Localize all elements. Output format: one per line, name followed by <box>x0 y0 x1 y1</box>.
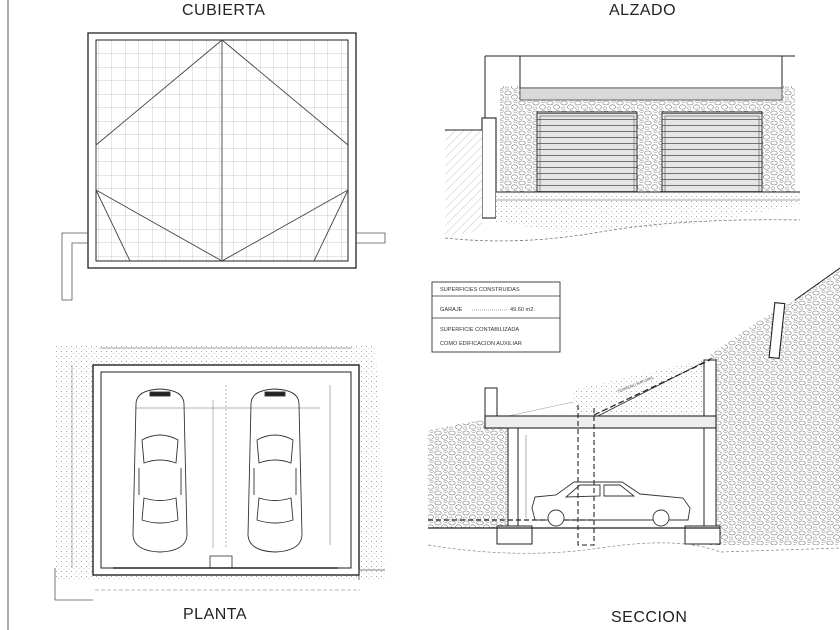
car-right <box>247 388 303 553</box>
surface-table-row-value: 49.60 m2. <box>510 307 535 313</box>
roof-plan <box>7 0 386 630</box>
section <box>427 267 840 554</box>
surface-table <box>431 281 561 353</box>
roof-ridge-lines <box>95 39 349 262</box>
surface-table-header: SUPERFICIES CONSTRUIDAS <box>440 287 520 293</box>
roof-side-walls <box>61 232 386 301</box>
floor-plan-title: PLANTA <box>183 606 248 623</box>
car-left <box>132 388 188 553</box>
roof-plan-title: CUBIERTA <box>182 2 266 19</box>
floor-plan <box>54 345 385 601</box>
car-side <box>531 481 691 527</box>
elevation <box>444 55 801 242</box>
elevation-title: ALZADO <box>609 2 677 19</box>
surface-table-row-label: GARAJE <box>440 307 463 313</box>
surface-table-note-2: COMO EDIFICACION AUXILIAR <box>440 341 522 347</box>
section-title: SECCION <box>611 609 688 626</box>
surface-table-note-1: SUPERFICIE CONTABILIZADA <box>440 327 519 333</box>
